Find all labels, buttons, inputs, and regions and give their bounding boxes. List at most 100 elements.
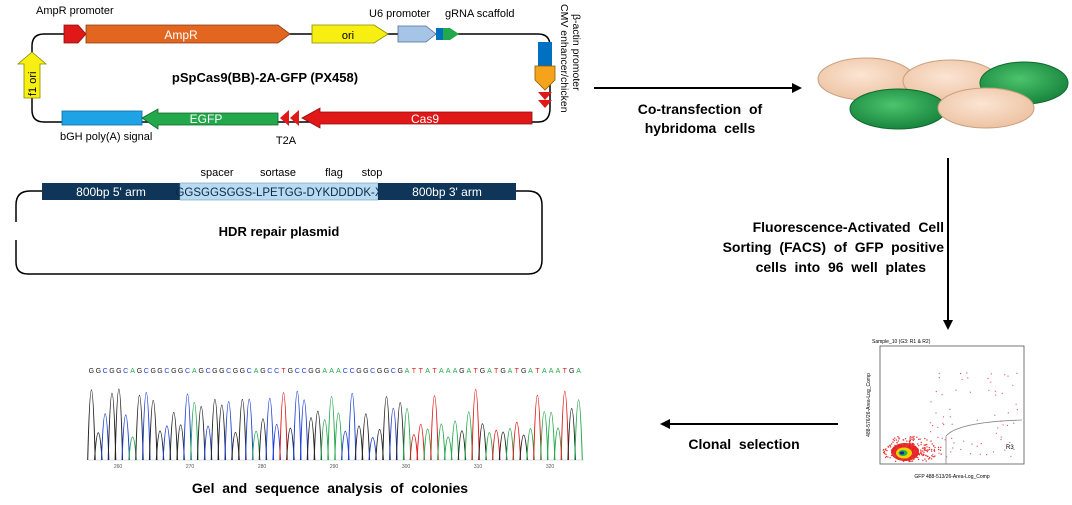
facs-event-dot (913, 438, 915, 441)
facs-line2: Sorting (FACS) of GFP positive (723, 239, 945, 255)
facs-event-dot (1010, 455, 1012, 457)
sequence-base: C (343, 368, 348, 375)
facs-event-dot (937, 446, 940, 449)
facs-event-dot (934, 446, 936, 449)
facs-event-dot (909, 460, 911, 463)
facs-event-dot (924, 437, 926, 440)
facs-plot-ylabel: 488-576/26-Area-Log_Comp (866, 373, 872, 437)
sequence-base: G (137, 368, 142, 375)
facs-event-dot (911, 436, 913, 438)
flag-label: flag (325, 167, 343, 179)
beta-actin-promoter-arrow (534, 65, 556, 91)
sequence-tick-label: 280 (258, 464, 267, 470)
sequence-tick-label: 310 (474, 464, 483, 470)
facs-event-dot (949, 416, 951, 418)
facs-event-dot (913, 443, 915, 446)
facs-event-dot (966, 372, 968, 374)
egfp-arrow (141, 108, 279, 130)
trace-peak (361, 413, 371, 461)
facs-event-dot (932, 445, 935, 447)
ampr-label: AmpR (164, 28, 198, 42)
facs-event-dot (893, 439, 895, 442)
trace-peak (94, 432, 103, 461)
facs-event-dot (990, 373, 992, 375)
facs-event-dot (917, 458, 920, 461)
sequence-base: A (192, 368, 197, 375)
facs-event-dot (950, 451, 952, 453)
facs-event-dot (976, 445, 978, 447)
facs-gate-label: R3 (1006, 445, 1014, 451)
facs-event-dot (934, 455, 936, 457)
facs-event-dot (920, 451, 922, 453)
facs-event-dot (931, 448, 933, 451)
sequence-base: C (164, 368, 169, 375)
sortase-label: sortase (260, 167, 296, 179)
t2a-arrow-1 (280, 110, 289, 126)
plasmid-backbone (31, 33, 551, 123)
trace-peak (560, 390, 570, 461)
sequence-base: C (123, 368, 128, 375)
trace-peak (114, 388, 124, 461)
facs-event-dot (1012, 384, 1014, 386)
trace-peak (354, 425, 364, 461)
facs-event-dot (930, 440, 932, 442)
facs-event-dot (889, 444, 891, 446)
facs-event-dot (942, 416, 945, 418)
sequence-base: A (329, 368, 334, 375)
sequence-base: G (288, 368, 293, 375)
trace-peak (196, 406, 206, 461)
trace-peak (162, 425, 172, 461)
gel-sequence-label: Gel and sequence analysis of colonies (192, 480, 468, 496)
sequence-base: G (157, 368, 162, 375)
sequence-traces (87, 388, 583, 461)
trace-peak (553, 427, 563, 461)
trace-peak (443, 436, 453, 461)
sequence-base: G (171, 368, 176, 375)
facs-event-dot (952, 447, 954, 449)
facs-event-dot (923, 454, 925, 456)
trace-peak (217, 404, 227, 461)
sequence-base: A (556, 368, 561, 375)
sequence-base: A (405, 368, 410, 375)
facs-event-dot (937, 426, 939, 428)
sequence-base: G (521, 368, 526, 375)
u6-promoter-label: U6 promoter (369, 8, 430, 20)
facs-event-dot (942, 422, 944, 424)
facs-event-dot (1009, 441, 1011, 444)
facs-event-dot (943, 424, 945, 426)
facs-event-dot (933, 450, 936, 452)
trace-peak (245, 399, 254, 461)
trace-peak (135, 394, 144, 461)
sequence-tick-label: 270 (186, 464, 195, 470)
trace-peak (478, 423, 487, 461)
sequence-base: T (432, 368, 437, 375)
facs-event-dot (920, 443, 922, 446)
facs-plot-title: Sample_10 (G3: R1 & R2) (872, 339, 931, 345)
facs-event-dot (986, 454, 988, 456)
facs-event-dot (923, 451, 925, 453)
facs-event-dot (909, 440, 911, 443)
sequence-base: A (425, 368, 430, 375)
facs-event-dot (928, 448, 931, 451)
facs-event-dot (889, 457, 891, 459)
sequence-base: A (466, 368, 471, 375)
trace-peak (148, 400, 158, 461)
cell-green (849, 88, 947, 130)
bgh-polya-label: bGH poly(A) signal (60, 131, 152, 143)
trace-peak (485, 432, 494, 461)
cmv-label-line2: β-actin promoter (570, 14, 582, 91)
sequence-base: G (96, 368, 101, 375)
trace-peak (142, 392, 151, 461)
sequence-tick-label: 300 (402, 464, 411, 470)
facs-event-dot (967, 377, 969, 379)
facs-event-dot (1016, 372, 1018, 374)
facs-event-dot (897, 436, 899, 438)
facs-line3: cells into 96 well plates (756, 259, 927, 275)
facs-event-dot (1000, 438, 1002, 441)
sequence-base: G (356, 368, 361, 375)
facs-event-dot (980, 443, 982, 445)
facs-event-dot (990, 381, 992, 383)
facs-event-dot (891, 443, 893, 445)
f1-ori-label: f1 ori (27, 72, 39, 96)
facs-event-dot (928, 446, 930, 449)
